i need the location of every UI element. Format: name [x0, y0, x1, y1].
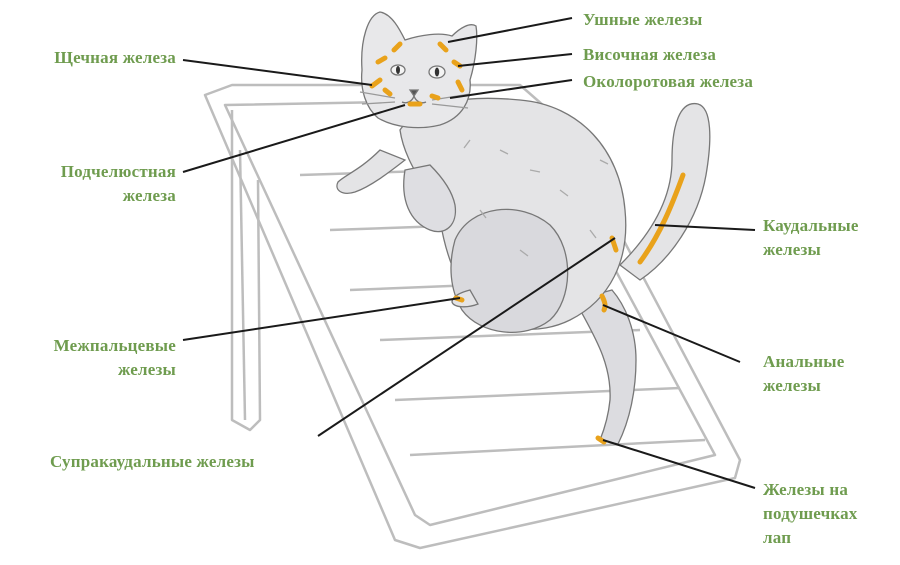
label-submandibular-gland: Подчелюстная железа: [8, 160, 176, 208]
leader-submandibular-gland: [182, 104, 406, 173]
leader-supracaudal-glands: [317, 237, 616, 437]
label-temporal-gland: Височная железа: [583, 43, 716, 67]
label-ear-glands-text: Ушные железы: [583, 10, 703, 29]
label-temporal-gland-text: Височная железа: [583, 45, 717, 64]
label-caudal-glands: Каудальные железы: [763, 214, 859, 262]
label-anal-glands: Анальные железы: [763, 350, 844, 398]
label-perioral-gland: Околоротовая железа: [583, 70, 753, 94]
leader-caudal-glands: [654, 224, 756, 231]
leader-anal-glands: [602, 304, 741, 363]
label-interdigital-glands: Межпальцевые железы: [8, 334, 176, 382]
leader-ear-glands: [447, 17, 573, 43]
label-caudal-line-2: железы: [763, 240, 822, 259]
label-interdigital-line-1: Межпальцевые: [53, 336, 176, 355]
label-cheek-gland-text: Щечная железа: [54, 48, 176, 67]
label-perioral-gland-text: Околоротовая железа: [583, 72, 754, 91]
leader-temporal-gland: [457, 53, 573, 67]
leader-interdigital-glands: [182, 297, 461, 341]
label-supracaudal-text: Супракаудальные железы: [50, 452, 255, 471]
leader-cheek-gland: [182, 59, 373, 86]
label-submandibular-line-2: железа: [122, 186, 176, 205]
label-cheek-gland: Щечная железа: [8, 46, 176, 70]
label-anal-line-1: Анальные: [763, 352, 845, 371]
label-paw-pad-line-3: лап: [763, 528, 792, 547]
label-submandibular-line-1: Подчелюстная: [60, 162, 176, 181]
label-ear-glands: Ушные железы: [583, 8, 703, 32]
label-anal-line-2: железы: [763, 376, 822, 395]
label-paw-pad-line-2: подушечках: [763, 504, 858, 523]
leader-lines: [182, 17, 756, 489]
label-interdigital-line-2: железы: [117, 360, 176, 379]
leader-paw-pad-glands: [602, 439, 756, 489]
leader-perioral-gland: [449, 79, 573, 99]
label-supracaudal-glands: Супракаудальные железы: [50, 450, 255, 474]
label-caudal-line-1: Каудальные: [763, 216, 859, 235]
cat-illustration: [336, 11, 711, 445]
label-paw-pad-line-1: Железы на: [763, 480, 849, 499]
label-paw-pad-glands: Железы на подушечках лап: [763, 478, 858, 550]
